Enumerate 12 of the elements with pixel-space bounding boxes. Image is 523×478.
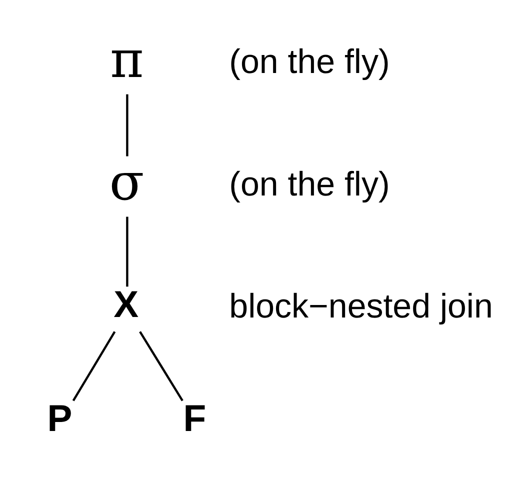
node-label: block−nested join	[229, 287, 493, 326]
node-text: σ	[109, 153, 144, 212]
node-label: (on the fly)	[229, 42, 390, 80]
node-label: (on the fly)	[229, 164, 390, 203]
node-text: X	[114, 282, 139, 325]
node-text: F	[183, 396, 206, 438]
connector	[139, 330, 184, 401]
node-text: π	[110, 30, 144, 90]
connector	[126, 94, 128, 156]
node-text: P	[47, 396, 72, 438]
connector	[126, 216, 128, 286]
connector	[72, 330, 116, 401]
